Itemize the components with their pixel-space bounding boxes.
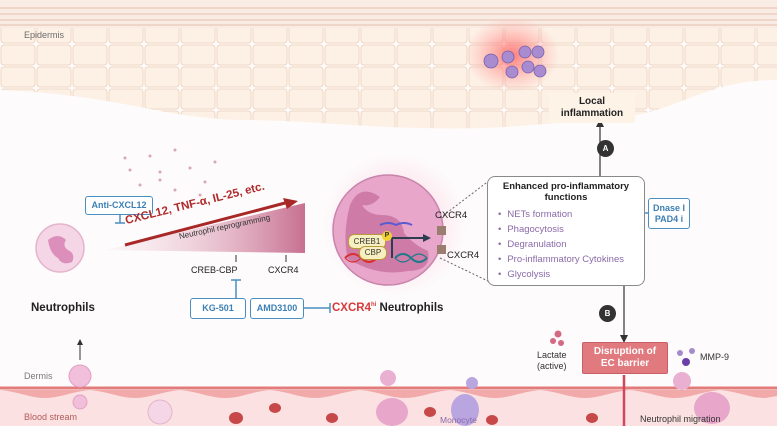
- cxcr4hi-suffix: Neutrophils: [376, 302, 444, 314]
- cxcr4hi-superscript: hi: [370, 302, 377, 309]
- pad4-label: PAD4 i: [654, 213, 684, 224]
- dermis-label: Dermis: [24, 371, 53, 381]
- lactate-label: Lactate (active): [537, 350, 567, 372]
- enhanced-functions-box: Enhanced pro-inflammatory functions NETs…: [487, 176, 645, 286]
- function-item: Phagocytosis: [498, 222, 644, 237]
- function-item: Degranulation: [498, 237, 644, 252]
- cytokine-arrowhead: [283, 198, 298, 209]
- anti-cxcl12-inhibit-line: [115, 215, 125, 224]
- lactate-molecules: [550, 330, 564, 346]
- zoom-lines: [439, 179, 491, 283]
- functions-title-line-2: functions: [544, 192, 588, 203]
- lactate-line-2: (active): [537, 361, 567, 371]
- reprogramming-wedge: [105, 203, 305, 253]
- creb1-protein: CREB1: [348, 234, 386, 249]
- ec-barrier-box: Disruption of EC barrier: [582, 342, 668, 374]
- lactate-line-1: Lactate: [537, 350, 567, 360]
- neutrophil-migration-label: Neutrophil migration: [640, 414, 721, 424]
- cxcr4-receptor: [437, 226, 446, 235]
- amd3100-inhibit-line: [302, 303, 331, 313]
- ec-barrier-line-1: Disruption of: [593, 346, 657, 357]
- kg501-inhibit-line: [231, 279, 241, 298]
- amd3100-inhibitor: AMD3100: [250, 298, 304, 319]
- function-item: Glycolysis: [498, 267, 644, 282]
- pathway-badge-b: B: [599, 305, 616, 322]
- local-inflammation-box: Local inflammation: [549, 93, 635, 123]
- mmp9-molecules: [677, 348, 695, 366]
- epidermis-layer: [0, 0, 777, 129]
- cytokine-dots: [123, 148, 217, 197]
- neutrophils-label: Neutrophils: [31, 302, 95, 314]
- function-item: NETs formation: [498, 207, 644, 222]
- inflammation-neutrophils: [483, 45, 547, 79]
- migrating-neutrophils: [68, 364, 730, 426]
- dnase-pad4-inhibitor: Dnase I PAD4 i: [648, 198, 690, 229]
- phospho-badge: P: [382, 231, 392, 241]
- naive-neutrophil: [35, 223, 85, 273]
- blood-stream-label: Blood stream: [24, 412, 78, 422]
- cytokine-arrow: [124, 201, 286, 247]
- cxcr4hi-neutrophils-label: CXCR4hi Neutrophils: [332, 302, 443, 314]
- cbp-protein: CBP: [359, 246, 387, 260]
- monocyte-label: Monocyte: [440, 415, 477, 425]
- cxcr4hi-prefix: CXCR4: [332, 302, 371, 314]
- functions-title: Enhanced pro-inflammatory functions: [488, 181, 644, 203]
- epidermis-label: Epidermis: [24, 30, 65, 40]
- dnase-label: Dnase I: [652, 202, 685, 213]
- cxcr4-receptor-label-bottom: CXCR4: [447, 250, 480, 261]
- functions-title-line-1: Enhanced pro-inflammatory: [502, 181, 630, 192]
- creb-cbp-target: CREB-CBP: [191, 265, 238, 275]
- red-blood-cells: [229, 403, 598, 425]
- cxcr4-receptor: [437, 245, 446, 254]
- pathway-badge-a: A: [597, 140, 614, 157]
- anti-cxcl12-inhibitor: Anti-CXCL12: [85, 196, 153, 215]
- cxcr4-target: CXCR4: [268, 265, 299, 275]
- cxcr4-receptor-label-top: CXCR4: [435, 210, 468, 221]
- kg501-inhibitor: KG-501: [190, 298, 246, 319]
- local-inflammation-line-1: Local: [578, 96, 606, 107]
- functions-list: NETs formation Phagocytosis Degranulatio…: [488, 207, 644, 282]
- function-item: Pro-inflammatory Cytokines: [498, 252, 644, 267]
- local-inflammation-line-2: inflammation: [560, 108, 624, 119]
- mmp9-label: MMP-9: [700, 352, 729, 362]
- ec-barrier-line-2: EC barrier: [600, 358, 650, 369]
